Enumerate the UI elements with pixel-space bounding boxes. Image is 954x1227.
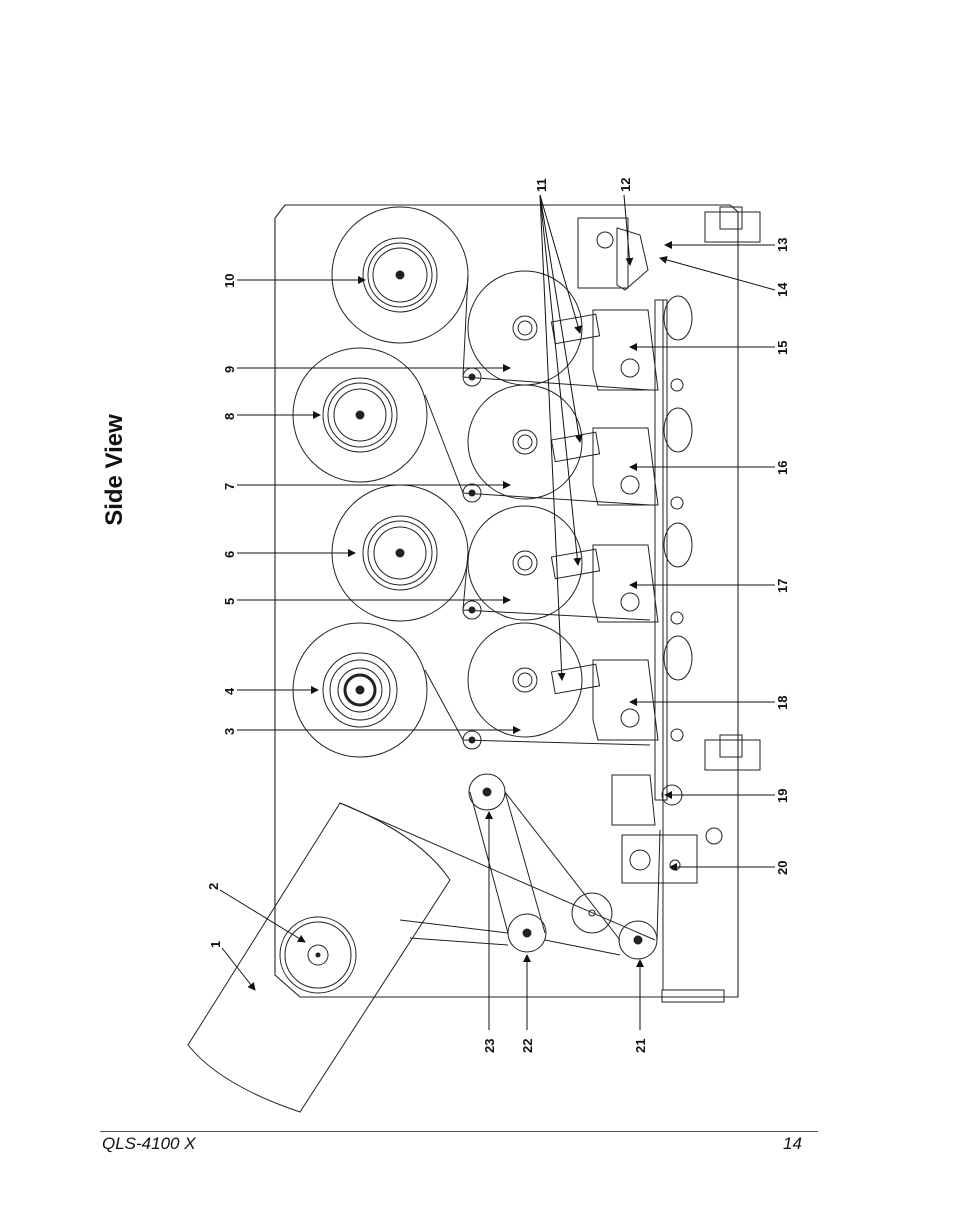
roll-5 bbox=[467, 505, 583, 621]
callout-19: 19 bbox=[775, 789, 790, 803]
guide-rollers bbox=[462, 367, 482, 750]
callout-8: 8 bbox=[222, 413, 237, 420]
callout-5: 5 bbox=[222, 598, 237, 605]
callout-20: 20 bbox=[775, 861, 790, 875]
callout-10: 10 bbox=[222, 274, 237, 288]
supply-rolls bbox=[292, 206, 469, 758]
callout-1: 1 bbox=[208, 941, 223, 948]
callout-13: 13 bbox=[775, 238, 790, 252]
callout-17: 17 bbox=[775, 579, 790, 593]
callout-leaders bbox=[219, 194, 776, 1030]
head-16 bbox=[550, 427, 659, 506]
drive-rollers bbox=[468, 773, 661, 960]
supply-arm bbox=[187, 802, 656, 1113]
callout-3: 3 bbox=[222, 728, 237, 735]
callout-23: 23 bbox=[482, 1039, 497, 1053]
roll-10 bbox=[331, 206, 469, 344]
head-rail bbox=[654, 206, 761, 1003]
callout-11: 11 bbox=[534, 178, 549, 192]
head-17 bbox=[550, 544, 659, 623]
footer-divider bbox=[100, 1131, 818, 1132]
callout-22: 22 bbox=[520, 1039, 535, 1053]
roll-3 bbox=[467, 622, 583, 738]
footer-page-number: 14 bbox=[783, 1134, 802, 1153]
callout-labels: 1 2 3 4 5 6 7 8 9 10 11 12 13 14 15 16 1… bbox=[206, 178, 790, 1053]
head-18 bbox=[550, 659, 659, 741]
rewind-rolls bbox=[467, 270, 583, 738]
callout-16: 16 bbox=[775, 461, 790, 475]
base-plate bbox=[274, 204, 739, 998]
callout-6: 6 bbox=[222, 551, 237, 558]
head-12 bbox=[577, 217, 649, 291]
print-heads bbox=[550, 217, 698, 884]
sensor-19 bbox=[611, 774, 683, 826]
web-paths bbox=[424, 274, 651, 746]
callout-4: 4 bbox=[222, 687, 237, 695]
callout-18: 18 bbox=[775, 696, 790, 710]
head-15 bbox=[550, 309, 659, 391]
callout-9: 9 bbox=[222, 366, 237, 373]
callout-21: 21 bbox=[633, 1039, 648, 1053]
footer-model: QLS-4100 X bbox=[102, 1134, 196, 1153]
callout-2: 2 bbox=[206, 883, 221, 890]
callout-12: 12 bbox=[618, 178, 633, 192]
callout-15: 15 bbox=[775, 341, 790, 355]
callout-14: 14 bbox=[775, 282, 790, 297]
callout-7: 7 bbox=[222, 483, 237, 490]
adjuster-knobs bbox=[663, 295, 723, 845]
